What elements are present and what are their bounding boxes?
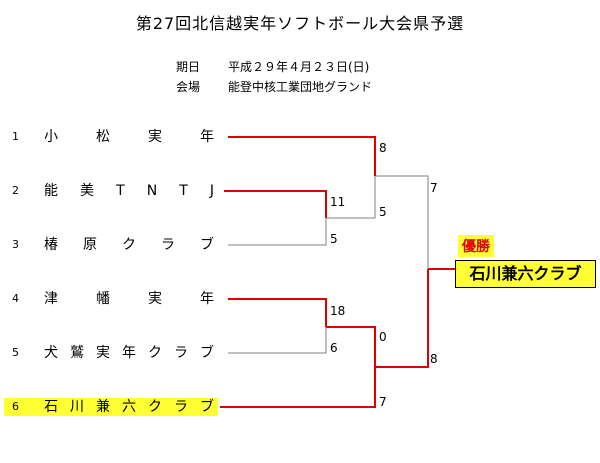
score-sf1-top: 8 [379,141,387,155]
team-name: 犬鷲実年クラブ [44,344,214,362]
winner-line-team1 [228,136,376,176]
team-name-char: T [116,183,125,199]
team-name-char: 幡 [96,291,110,307]
score-final-bottom: 8 [430,352,438,366]
score-r1-team4: 18 [330,304,346,318]
team-name: 小松実年 [44,128,214,146]
venue-value: 能登中核工業団地グランド [228,80,373,94]
team-name-char: 石 [44,399,58,415]
team-name-char: 年 [122,345,136,361]
team-name-char: 実 [148,291,162,307]
team-name-char: 津 [44,291,58,307]
score-sf2-bottom: 7 [379,395,387,409]
team-name-char: 松 [96,129,110,145]
team-name-char: ク [148,345,162,361]
team-name-char: 小 [44,129,58,145]
team-name-char: T [179,183,188,199]
loser-line-team3 [228,218,327,246]
team-name-char: ク [148,399,162,415]
team-name-char: 原 [83,237,97,253]
page-title: 第27回北信越実年ソフトボール大会県予選 [135,14,465,33]
score-r1-team2: 11 [330,195,346,209]
team-number: 1 [12,130,19,143]
team-name-char: ラ [161,237,175,253]
score-r1-team3: 5 [330,232,338,246]
team-name-char: 実 [96,345,110,361]
team-number: 5 [12,346,19,359]
team-number: 4 [12,292,19,305]
team-name-char: 実 [148,129,162,145]
winner-label: 優勝 [458,235,494,257]
team-name-char: 川 [70,399,84,415]
team-number: 6 [12,400,19,413]
date-row: 期日 平成２９年４月２３日(日) [176,58,369,75]
team-name-char: ラ [174,345,188,361]
team-number: 3 [12,238,19,251]
team-name-char: 鷲 [70,345,84,361]
loser-line-final-top [375,175,429,269]
team-name-char: N [146,183,158,199]
team-name-char: 年 [200,291,214,307]
team-name-char: 兼 [96,399,110,415]
score-final-top: 7 [430,181,438,195]
team-1: 1 小 松 実 年 [4,128,218,146]
team-4: 4 津 幡 実 年 [4,290,218,308]
date-label: 期日 [176,60,201,74]
team-number: 2 [12,184,19,197]
team-name-char: 能 [44,183,58,199]
loser-line-sf1 [326,176,376,219]
score-sf2-top: 0 [379,330,387,344]
date-value: 平成２９年４月２３日(日) [228,60,370,74]
team-name-char: 六 [122,399,136,415]
winner-line-final [375,269,429,368]
score-r1-team5: 6 [330,341,338,355]
team-name-char: ラ [174,399,188,415]
winner-line-team6 [220,367,376,408]
loser-line-team5 [228,327,327,354]
team-name-char: J [209,183,214,199]
venue-row: 会場 能登中核工業団地グランド [176,78,372,95]
champion-name: 石川兼六クラブ [455,260,596,288]
venue-label: 会場 [176,80,201,94]
team-name-char: ブ [200,399,214,415]
score-sf1-bottom: 5 [379,205,387,219]
team-name: 石川兼六クラブ [44,398,214,416]
team-name-char: ク [122,237,136,253]
winner-line-team4 [228,298,327,327]
team-6: 6 石川兼六クラブ [4,398,218,416]
team-name-char: 犬 [44,345,58,361]
team-name: 椿原クラブ [44,236,214,254]
team-name: 津幡実年 [44,290,214,308]
team-name-char: ブ [200,345,214,361]
team-name-char: 椿 [44,237,58,253]
team-3: 3 椿 原 ク ラ ブ [4,236,218,254]
winner-line-sf2-top [326,326,376,367]
team-2: 2 能 美 T N T J [4,182,218,200]
winner-line-team2 [224,190,327,218]
team-name-char: 年 [200,129,214,145]
team-5: 5 犬鷲実年クラブ [4,344,218,362]
team-name-char: 美 [80,183,95,199]
team-name-char: ブ [200,237,214,253]
